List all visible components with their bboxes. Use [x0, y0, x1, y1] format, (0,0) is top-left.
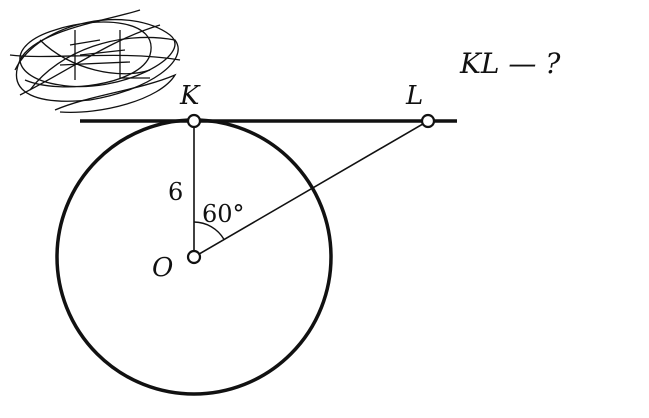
question-text: KL — ?	[459, 47, 561, 80]
angle-arc	[193, 221, 225, 240]
label-o: O	[152, 253, 173, 283]
point-o	[186, 249, 202, 265]
scribble-mark	[9, 9, 181, 114]
angle-label: 60°	[202, 200, 245, 228]
point-k	[186, 113, 202, 129]
label-l: L	[405, 81, 423, 111]
point-l	[420, 113, 436, 129]
segment-ol	[193, 120, 429, 258]
radius-label: 6	[168, 178, 183, 206]
label-k: K	[179, 81, 201, 111]
